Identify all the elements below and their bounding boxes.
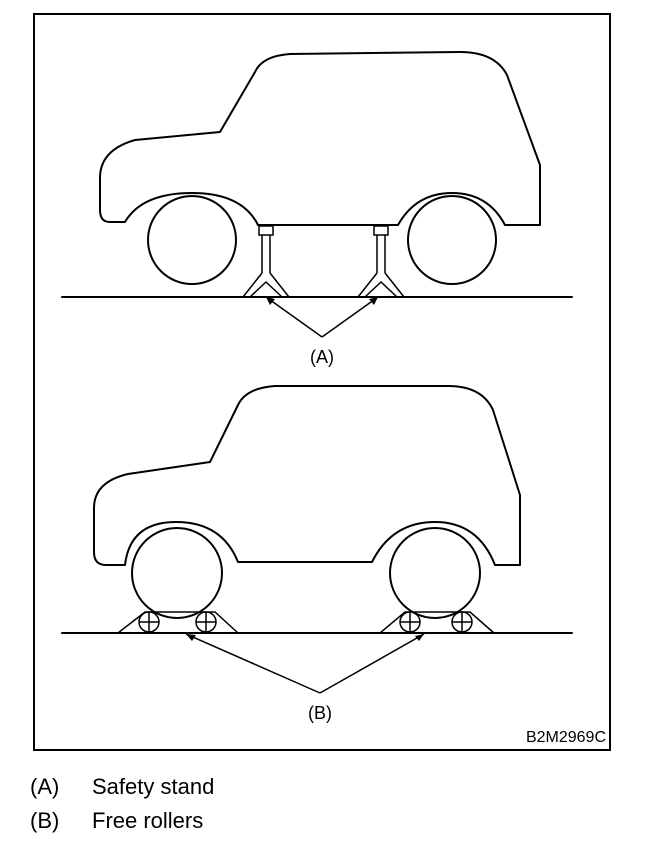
free-roller-front-left [138, 611, 160, 633]
free-roller-rear-left [399, 611, 421, 633]
legend-row-a: (A) Safety stand [30, 770, 650, 804]
legend-row-b: (B) Free rollers [30, 804, 650, 838]
front-wheel-top [147, 195, 237, 285]
car-on-free-rollers: (B) [61, 385, 573, 723]
diagram-canvas: (A) [33, 13, 611, 751]
leader-lines-a [265, 296, 379, 338]
label-a: (A) [310, 347, 334, 367]
safety-stand-right [357, 225, 405, 298]
legend-text: Safety stand [92, 774, 215, 799]
car-on-safety-stands: (A) [61, 51, 573, 367]
legend-key: (A) [30, 774, 60, 799]
front-wheel-bottom [131, 527, 223, 619]
car-body-bottom [93, 385, 521, 566]
roller-base-rear [379, 611, 495, 634]
free-roller-rear-right [451, 611, 473, 633]
safety-stand-left [242, 225, 290, 298]
legend-key: (B) [30, 808, 60, 833]
free-roller-front-right [195, 611, 217, 633]
rear-wheel-top [407, 195, 497, 285]
car-body-top [99, 51, 541, 226]
legend: (A) Safety stand (B) Free rollers [30, 770, 650, 838]
legend-text: Free rollers [92, 808, 204, 833]
roller-base-front [117, 611, 239, 634]
diagram-figure: (A) [33, 13, 611, 751]
figure-frame [33, 13, 611, 751]
rear-wheel-bottom [389, 527, 481, 619]
leader-lines-b [185, 633, 425, 694]
figure-code: B2M2969C [526, 729, 606, 746]
label-b: (B) [308, 703, 332, 723]
